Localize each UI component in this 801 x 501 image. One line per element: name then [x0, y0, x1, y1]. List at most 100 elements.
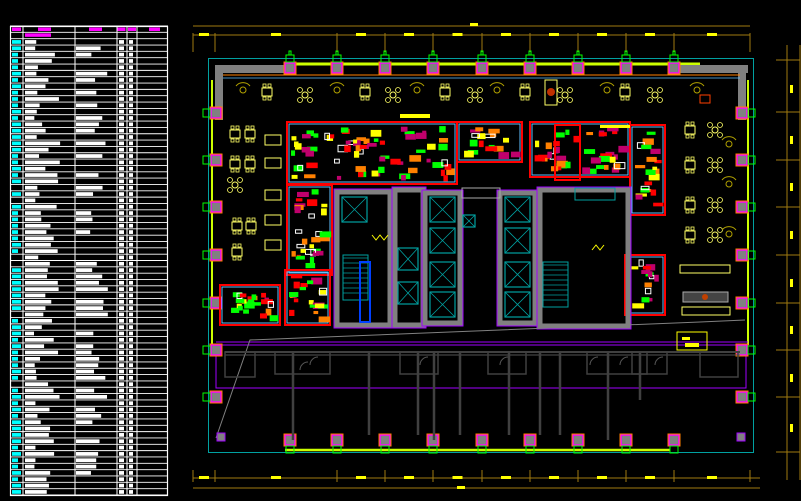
- elevator-car: [429, 261, 456, 288]
- kitchen-area: [286, 121, 458, 185]
- table-cell-code: [12, 471, 21, 475]
- dimension-label: [549, 33, 559, 36]
- table-cell-code: [12, 84, 21, 89]
- column-marker: [480, 50, 484, 56]
- table-cell-unit: [129, 59, 133, 63]
- partition: [359, 261, 371, 323]
- kitchen-equipment: [300, 248, 306, 253]
- table-cell-spec: [76, 217, 93, 222]
- kitchen-equipment: [401, 174, 406, 181]
- exterior-wall: [215, 65, 285, 73]
- kitchen-equipment: [306, 130, 314, 137]
- kitchen-equipment: [613, 162, 626, 170]
- lower-room: [224, 351, 256, 378]
- round-table: [297, 87, 313, 103]
- lower-room: [399, 351, 439, 375]
- table-cell-unit: [129, 407, 133, 412]
- kitchen-equipment: [320, 234, 330, 242]
- sofa-seat: [264, 134, 282, 146]
- chair: [307, 87, 313, 93]
- round-table: [557, 87, 573, 103]
- kitchen-equipment: [498, 152, 510, 159]
- table-cell-code: [12, 433, 21, 437]
- chair: [237, 177, 243, 183]
- chair: [707, 197, 713, 203]
- elevator-cross: [341, 196, 368, 223]
- table-cell-spec: [76, 356, 100, 361]
- booth-sofa: [721, 136, 737, 141]
- structural-column: [735, 343, 756, 357]
- kitchen-equipment: [556, 160, 568, 168]
- table-cell-name: [25, 211, 41, 215]
- chair: [237, 217, 242, 222]
- column-marker: [285, 445, 295, 454]
- table-top: [711, 231, 719, 239]
- table-cell-unit: [129, 52, 133, 57]
- chair: [232, 230, 237, 235]
- table-cell-qty: [119, 306, 124, 311]
- column-marker: [528, 50, 532, 56]
- table-top: [711, 201, 719, 209]
- chair: [520, 83, 525, 88]
- elevator-cross: [429, 227, 456, 254]
- column-marker: [202, 250, 211, 260]
- table-cell-unit: [129, 160, 133, 165]
- chair: [717, 197, 723, 203]
- column-marker: [747, 392, 756, 402]
- column-marker: [383, 50, 387, 56]
- table-cell-spec: [76, 103, 98, 108]
- table-cell-unit: [129, 350, 133, 355]
- kitchen-equipment: [652, 166, 658, 171]
- table-cell-qty: [119, 185, 124, 190]
- table-cell-spec: [76, 407, 95, 412]
- column-marker: [747, 108, 756, 118]
- table-cell-name: [25, 128, 46, 133]
- chair: [246, 217, 251, 222]
- table-top: [301, 91, 309, 99]
- table-cell-code: [12, 230, 18, 234]
- kitchen-equipment: [309, 244, 315, 249]
- table-top: [684, 200, 696, 210]
- kitchen-equipment: [390, 158, 401, 165]
- staircase: [574, 187, 616, 201]
- kitchen-equipment: [634, 165, 646, 169]
- chair: [625, 96, 630, 101]
- table-cell-unit: [129, 318, 133, 323]
- table-cell-name: [25, 160, 60, 165]
- kitchen-equipment: [534, 155, 546, 162]
- structural-column: [523, 50, 537, 75]
- table-cell-spec: [76, 312, 108, 317]
- kitchen-equipment: [565, 129, 570, 135]
- column-marker: [380, 445, 390, 454]
- table-cell-unit: [129, 173, 133, 177]
- table-cell-name: [25, 433, 49, 437]
- column-core: [524, 62, 536, 74]
- structural-column: [571, 50, 585, 75]
- dining-table: [519, 83, 531, 101]
- table-cell-qty: [119, 483, 124, 488]
- table-cell-qty: [119, 331, 124, 336]
- door-swing: [589, 356, 599, 366]
- kitchen-equipment: [291, 136, 297, 141]
- table-cell-qty: [119, 477, 124, 482]
- door-swing: [419, 356, 429, 366]
- elevator: [429, 196, 456, 223]
- table-cell-unit: [129, 274, 133, 279]
- structural-column: [619, 433, 633, 454]
- table-cell-spec: [76, 211, 92, 215]
- round-table: [707, 157, 723, 173]
- dining-table: [231, 217, 243, 235]
- kitchen-equipment: [654, 274, 659, 282]
- dimension-label: [501, 476, 511, 479]
- round-table: [707, 227, 723, 243]
- table-cell-code: [12, 97, 18, 101]
- kitchen-equipment: [344, 145, 351, 153]
- kitchen-equipment: [328, 134, 335, 139]
- kitchen-equipment: [586, 132, 594, 136]
- kitchen-equipment: [650, 148, 661, 154]
- column-marker: [621, 445, 631, 454]
- kitchen-inner-wall: [221, 286, 279, 324]
- kitchen-equipment: [265, 308, 272, 316]
- dimension-label: [790, 279, 793, 287]
